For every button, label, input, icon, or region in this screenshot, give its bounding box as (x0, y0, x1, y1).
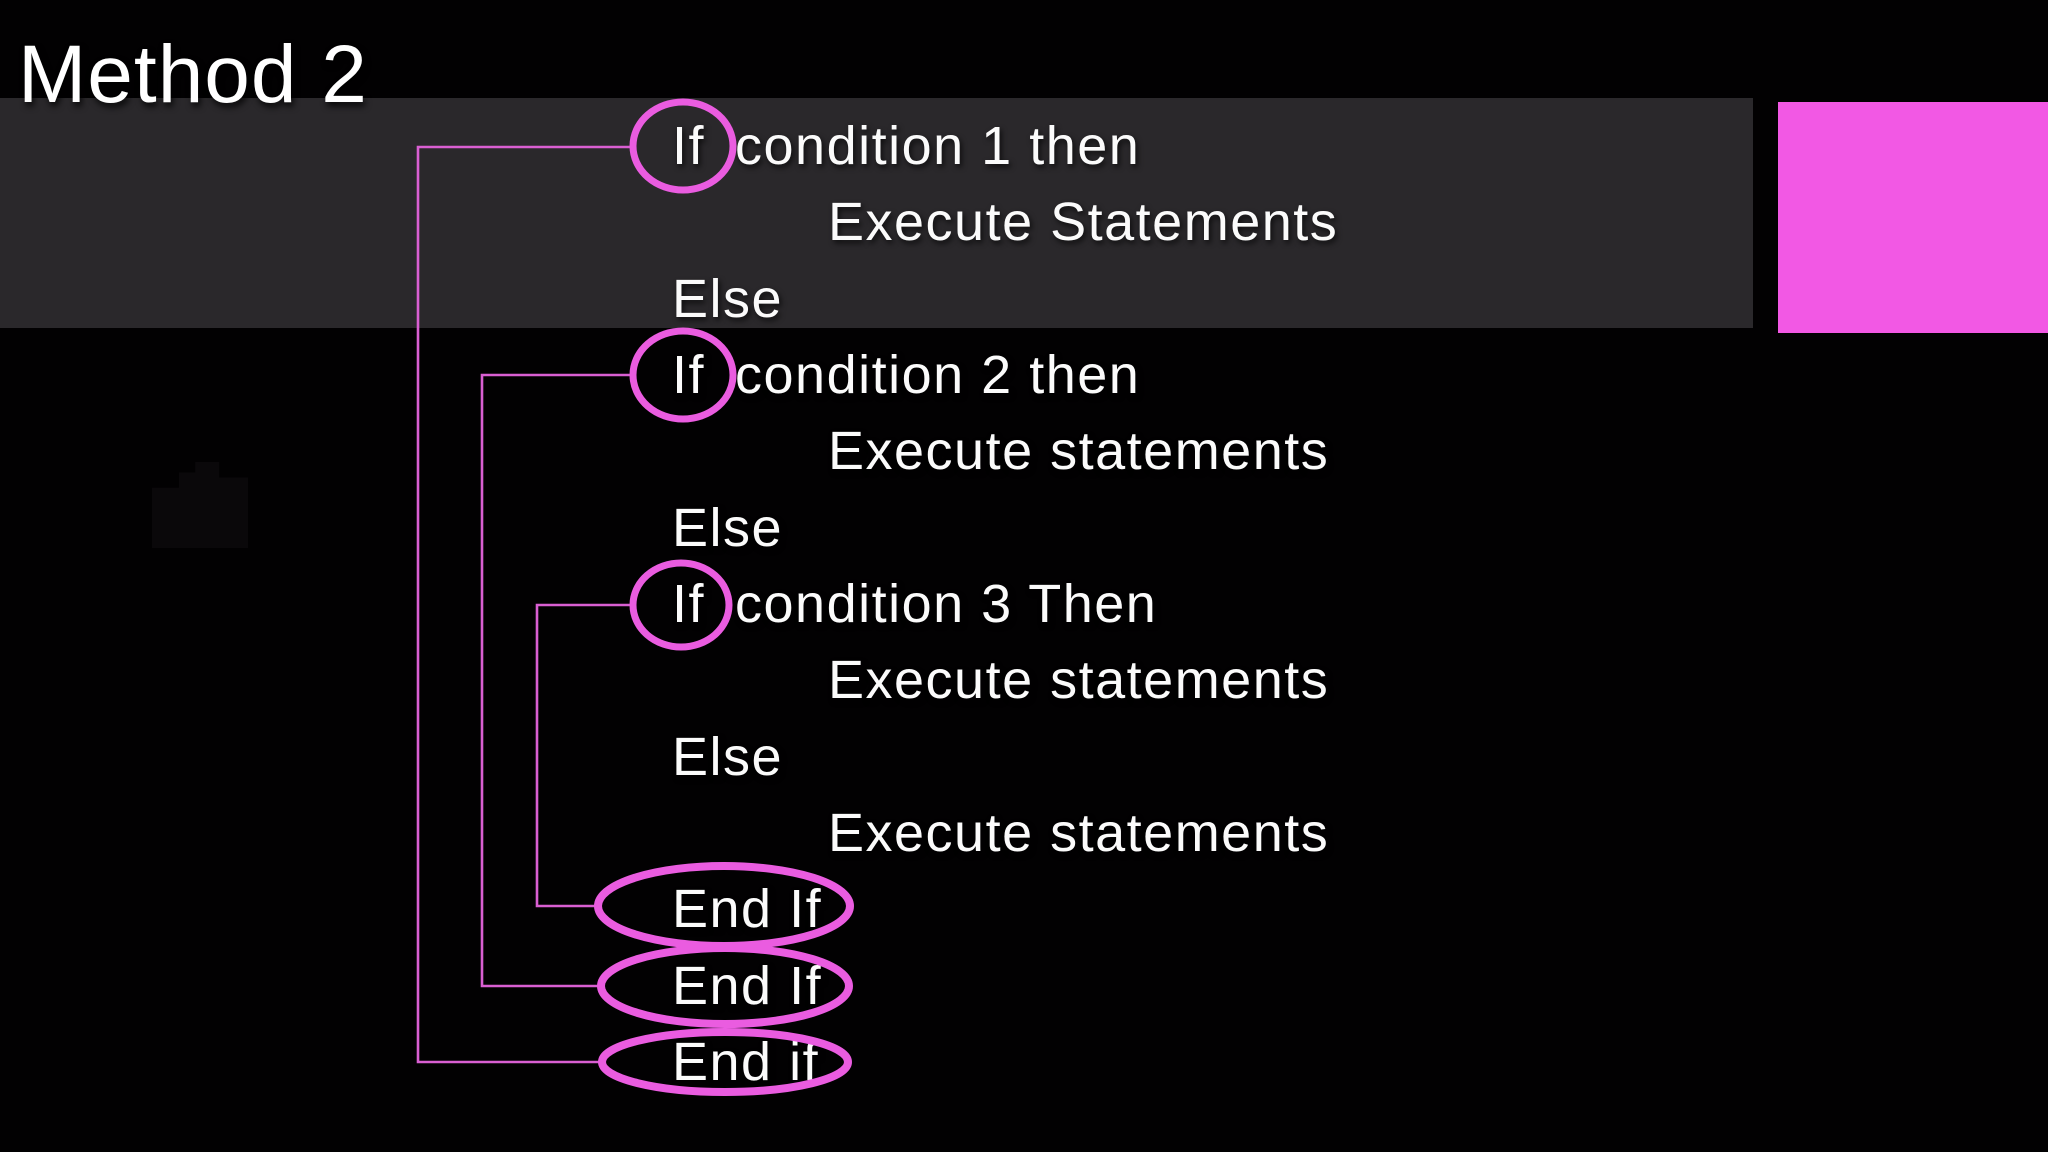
condition-text: condition 3 Then (735, 574, 1158, 634)
code-line: Execute statements (828, 650, 1330, 710)
if-keyword: If (672, 574, 706, 634)
code-line: Else (672, 269, 784, 329)
condition-text: condition 1 then (735, 116, 1141, 176)
if-keyword: If (672, 345, 706, 405)
code-line: If condition 1 then (672, 108, 1140, 184)
code-line: Execute Statements (828, 192, 1339, 252)
code-line: Else (672, 727, 784, 787)
title-content-band (0, 98, 1753, 328)
code-line: End if (672, 1032, 820, 1092)
code-line: If condition 2 then (672, 337, 1140, 413)
if-keyword: If (672, 116, 706, 176)
faint-watermark-shape (152, 462, 248, 548)
code-line: Execute statements (828, 803, 1330, 863)
condition-text: condition 2 then (735, 345, 1141, 405)
code-line: End If (672, 956, 823, 1016)
code-line: Else (672, 498, 784, 558)
code-line: Execute statements (828, 421, 1330, 481)
bracket-connector-if3-endif (535, 603, 633, 908)
pink-accent-square (1778, 102, 2048, 333)
bracket-connector-if2-endif (480, 373, 633, 988)
page-title: Method 2 (18, 29, 368, 120)
code-line: End If (672, 879, 823, 939)
code-line: If condition 3 Then (672, 566, 1157, 642)
